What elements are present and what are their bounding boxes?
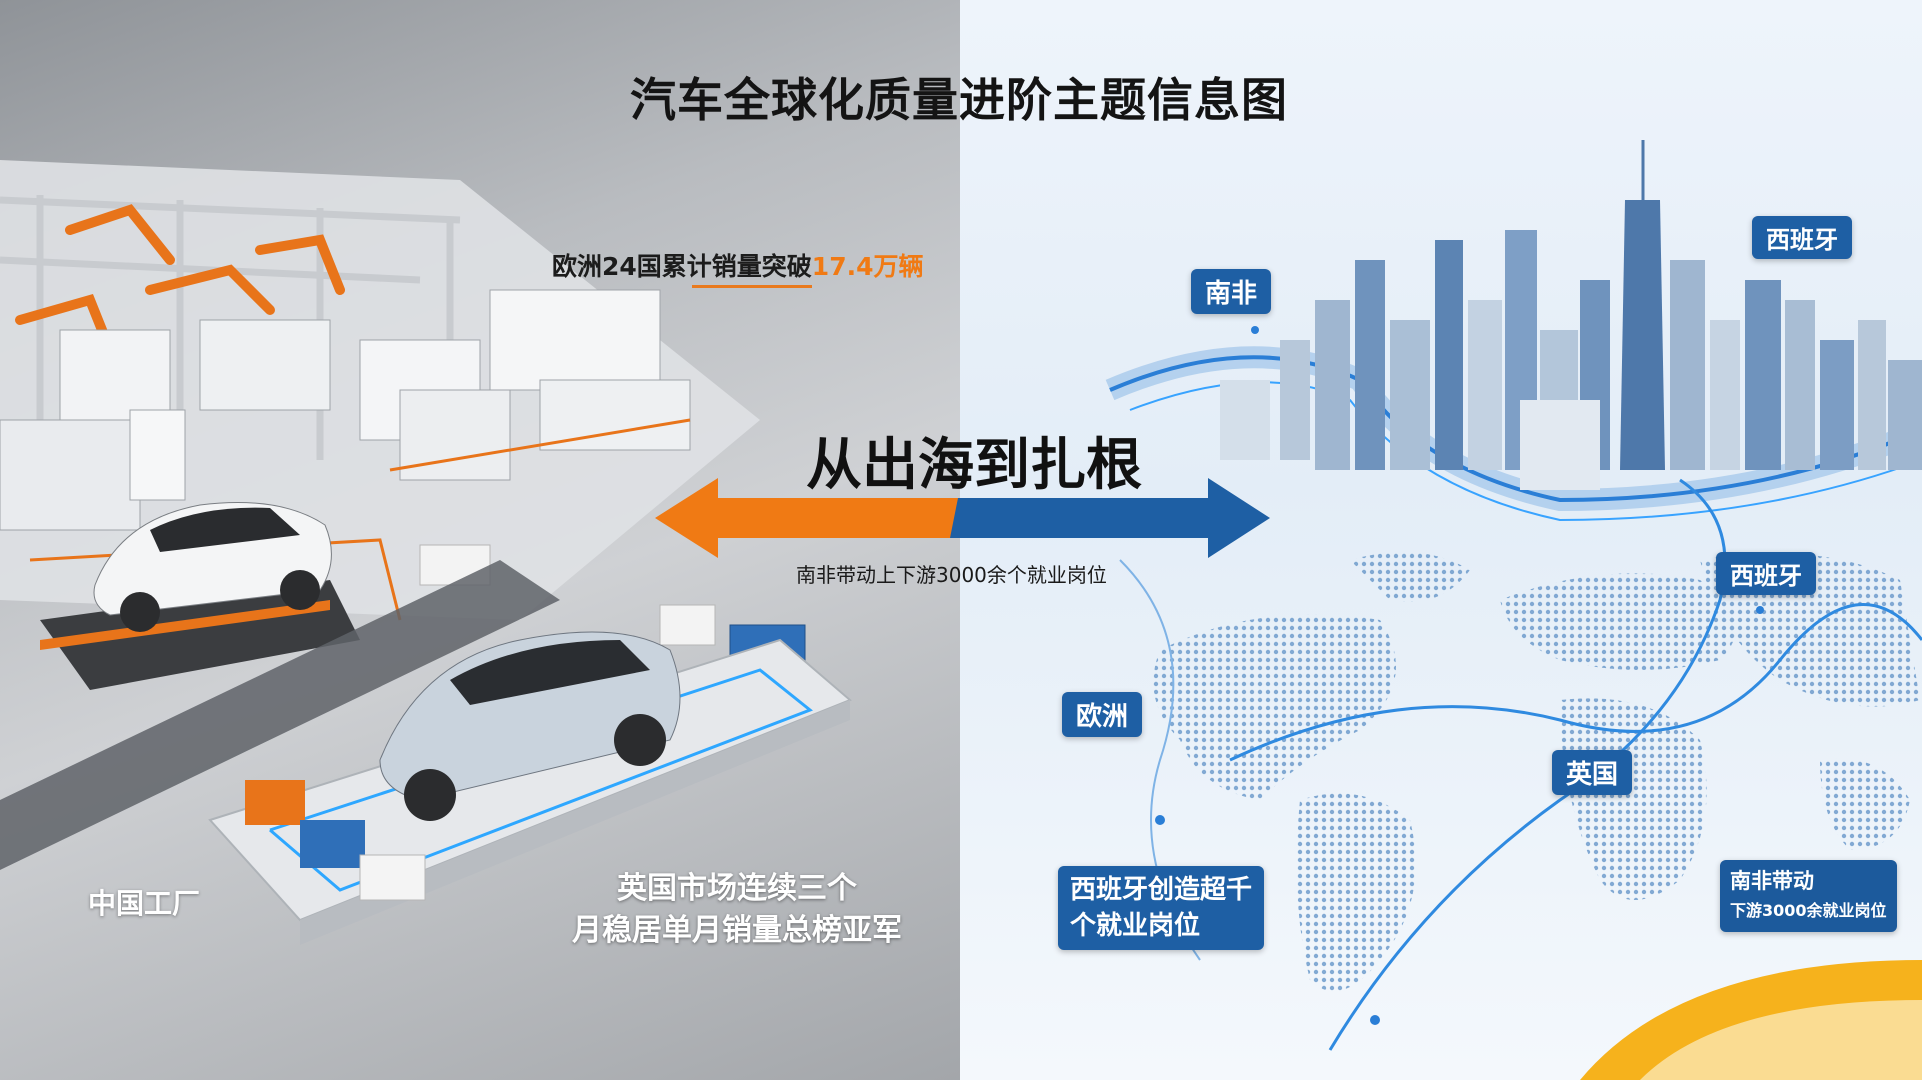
factory-machines	[0, 289, 691, 531]
conveyor-belt	[0, 560, 560, 870]
spain-jobs-line1: 西班牙创造超千	[1070, 875, 1253, 905]
south-africa-jobs-line2: 下游3000余就业岗位	[1730, 901, 1887, 920]
factory-illustration	[0, 160, 852, 945]
center-headline: 从出海到扎根	[806, 433, 1142, 498]
europe-sales-text: 欧洲24国累计销量突破	[552, 252, 812, 281]
center-subtext: 南非带动上下游3000余个就业岗位	[796, 563, 1107, 587]
tag-europe: 欧洲	[1062, 692, 1143, 737]
tag-spain-mid: 西班牙	[1716, 552, 1816, 595]
tag-south-africa: 南非	[1191, 269, 1272, 314]
europe-sales-callout: 欧洲24国累计销量突破17.4万辆	[552, 247, 923, 283]
uk-market-line2: 月稳居单月销量总榜亚军	[572, 913, 902, 948]
uk-market-line1: 英国市场连续三个	[617, 871, 857, 906]
uk-market-callout: 英国市场连续三个 月稳居单月销量总榜亚军	[572, 868, 902, 952]
south-africa-jobs-line1: 南非带动	[1730, 869, 1814, 893]
page-title: 汽车全球化质量进阶主题信息图	[630, 73, 1288, 127]
tag-spain-top: 西班牙	[1752, 216, 1852, 259]
car-on-conveyor	[40, 502, 360, 690]
spain-jobs-tag: 西班牙创造超千 个就业岗位	[1058, 866, 1265, 950]
europe-sales-underline	[692, 285, 812, 288]
car-on-platform	[379, 631, 681, 821]
factory-label: 中国工厂	[88, 887, 201, 920]
tag-uk: 英国	[1552, 750, 1633, 795]
display-platform	[208, 638, 852, 945]
europe-sales-highlight: 17.4万辆	[811, 252, 924, 281]
south-africa-jobs-tag: 南非带动 下游3000余就业岗位	[1720, 860, 1897, 932]
spain-jobs-line2: 个就业岗位	[1070, 911, 1201, 941]
